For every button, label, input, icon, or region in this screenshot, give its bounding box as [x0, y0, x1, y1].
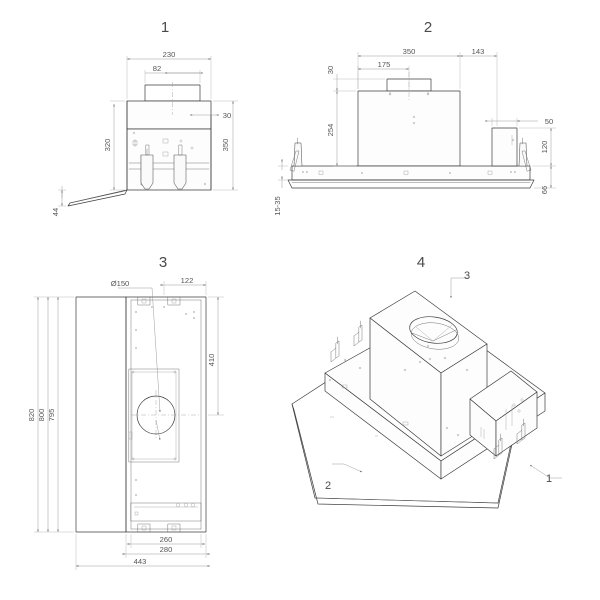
view-4-title: 4 [417, 254, 425, 271]
view-3-group: 3 [27, 254, 224, 570]
view-1-title: 1 [161, 19, 169, 36]
view-2-dim-30: 30 [326, 66, 335, 74]
view-3-dim-820: 820 [27, 409, 36, 422]
view-3-dim-diameter: Ø150 [111, 279, 130, 288]
view-4-callout-3: 3 [464, 270, 470, 282]
view-2-dim-50: 50 [545, 117, 553, 126]
view-4-geometry [291, 290, 546, 509]
view-3-title: 3 [159, 254, 167, 271]
view-2-dim-66: 66 [540, 186, 549, 194]
view-2-dim-175: 175 [378, 60, 391, 69]
view-1-dim-44: 44 [51, 208, 60, 216]
view-3-dim-795: 795 [47, 409, 56, 422]
view-1-dim-320: 320 [103, 139, 112, 152]
view-3-dim-280: 280 [160, 545, 173, 554]
view-2-dim-143: 143 [472, 47, 485, 56]
view-3-dim-122: 122 [181, 276, 194, 285]
view-3-dim-443: 443 [134, 557, 147, 566]
view-1-group: 1 [51, 19, 238, 216]
view-2-dim-350: 350 [403, 47, 416, 56]
view-1-dim-30: 30 [223, 111, 231, 120]
view-3-dim-260: 260 [160, 535, 173, 544]
view-2-dim-120: 120 [540, 141, 549, 154]
view-2-dim-15-35: 15-35 [273, 196, 282, 215]
view-1-dimensions: 230 82 30 350 320 [51, 50, 238, 216]
view-2-geometry [287, 72, 535, 189]
view-1-dim-82: 82 [153, 64, 161, 73]
view-2-title: 2 [424, 19, 432, 36]
view-4-callouts: 3 1 2 [325, 270, 562, 492]
view-3-dim-410: 410 [207, 354, 216, 367]
view-1-dim-230: 230 [163, 50, 176, 59]
view-4-callout-2: 2 [325, 480, 331, 492]
view-3-geometry [75, 296, 207, 533]
view-3-dimensions: Ø150 122 410 820 800 795 [27, 276, 224, 570]
view-1-dim-350: 350 [221, 139, 230, 152]
view-1-geometry [67, 82, 212, 207]
view-4-group: 4 [291, 254, 562, 509]
view-4-callout-1: 1 [546, 473, 552, 485]
view-2-dimensions: 350 143 175 30 254 50 [273, 47, 556, 216]
view-2-group: 2 [273, 19, 556, 216]
view-2-dim-254: 254 [326, 124, 335, 137]
view-3-dim-800: 800 [37, 409, 46, 422]
